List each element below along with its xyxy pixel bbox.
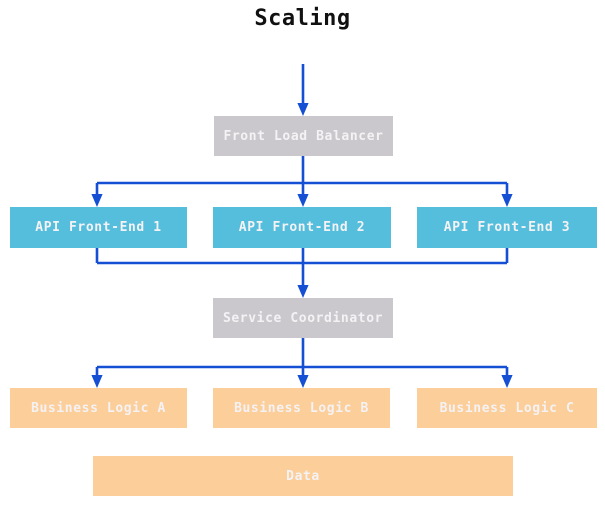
node-business-logic-b: Business Logic B xyxy=(213,388,390,428)
node-business-logic-a: Business Logic A xyxy=(10,388,187,428)
node-business-logic-c: Business Logic C xyxy=(417,388,597,428)
edge-apis-to-sc xyxy=(95,248,509,298)
edge-start-to-flb xyxy=(297,64,309,116)
node-label: API Front-End 1 xyxy=(35,220,162,235)
edge-flb-to-apis xyxy=(91,156,513,207)
node-data: Data xyxy=(93,456,513,496)
node-service-coordinator: Service Coordinator xyxy=(213,298,393,338)
edge-sc-to-logic xyxy=(91,338,513,388)
node-label: Service Coordinator xyxy=(222,310,384,326)
node-label: Front Load Balancer xyxy=(223,128,384,144)
node-api-front-end-3: API Front-End 3 xyxy=(417,207,597,248)
node-api-front-end-1: API Front-End 1 xyxy=(10,207,187,248)
node-label: Data xyxy=(286,468,320,484)
node-label: Business Logic B xyxy=(234,400,369,416)
node-front-load-balancer: Front Load Balancer xyxy=(214,116,393,156)
node-label: Business Logic A xyxy=(31,400,166,416)
node-label: Business Logic C xyxy=(439,400,575,416)
node-api-front-end-2: API Front-End 2 xyxy=(213,207,391,248)
diagram-title: Scaling xyxy=(254,6,351,31)
node-label: API Front-End 2 xyxy=(238,220,366,235)
node-label: API Front-End 3 xyxy=(443,220,571,235)
